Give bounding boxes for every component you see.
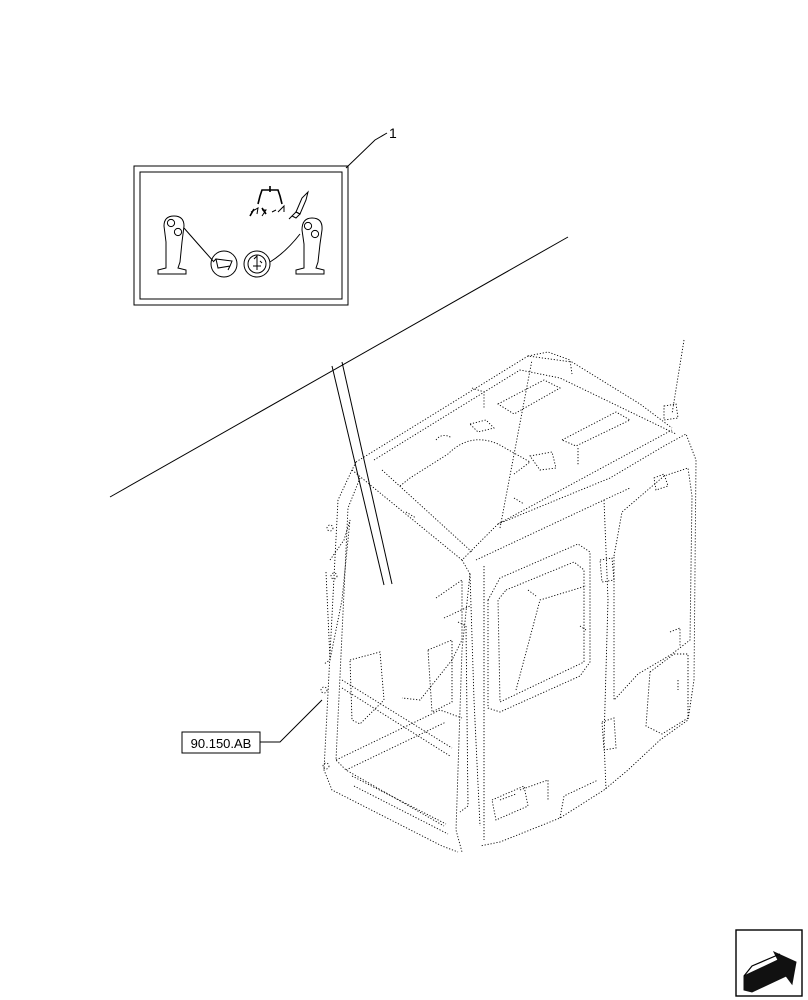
reference-code-label: 90.150.AB: [191, 736, 252, 751]
section-pointer-line-a: [331, 365, 385, 586]
reference-callout-group: 90.150.AB: [181, 699, 323, 754]
decal-inner-frame: [139, 171, 343, 300]
operator-cab-drawing: [320, 339, 697, 853]
decal-callout-group: 1: [133, 125, 397, 306]
section-pointer-line-b: [341, 361, 393, 585]
joystick-right-icon: [295, 217, 325, 275]
horn-button-icon: [210, 250, 238, 278]
hammer-attachment-icon: [288, 190, 309, 220]
next-page-arrow-icon[interactable]: [735, 929, 803, 997]
grapple-attachment-icon: [249, 186, 285, 217]
item-number-label: 1: [389, 125, 397, 141]
reference-leader-line: [260, 699, 323, 743]
power-button-icon: [243, 233, 301, 278]
section-line-long: [109, 236, 569, 498]
decal-outer-frame: [133, 165, 349, 306]
item-leader-line: [345, 132, 388, 169]
joystick-left-icon: [157, 215, 215, 275]
